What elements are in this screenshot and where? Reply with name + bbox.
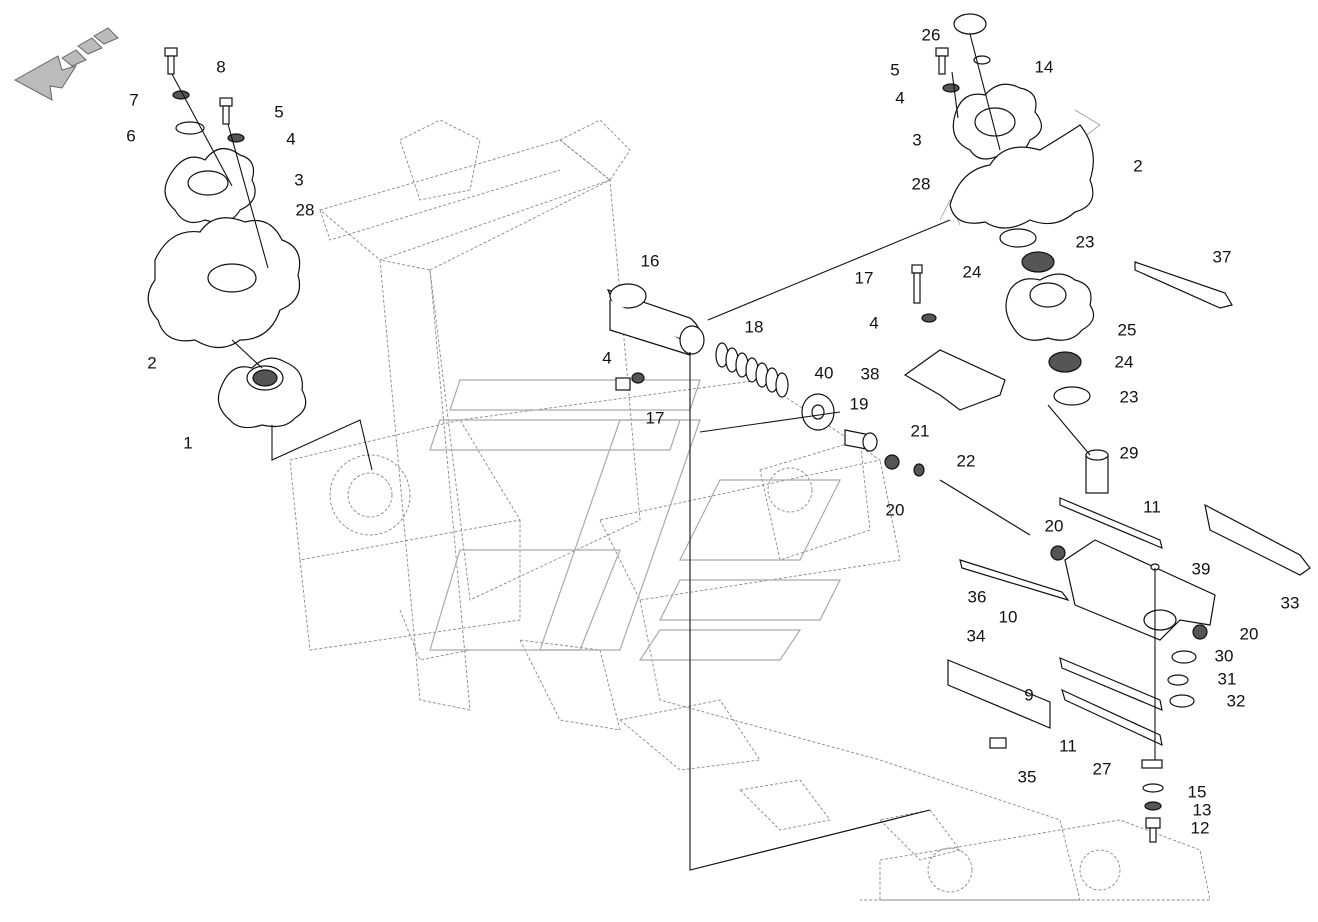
callout-c34: 34: [967, 626, 986, 645]
callout-c9: 9: [1024, 685, 1033, 704]
callout-c33: 33: [1281, 593, 1300, 612]
callout-c25: 25: [1118, 320, 1137, 339]
callout-c16: 16: [641, 251, 660, 270]
callout-c37: 37: [1213, 247, 1232, 266]
bracket-assembly: [947, 261, 1311, 843]
callout-c21: 21: [911, 421, 930, 440]
callout-c35: 35: [1018, 767, 1037, 786]
callout-c11b: 11: [1059, 736, 1077, 755]
callout-c36: 36: [968, 587, 987, 606]
callout-c31: 31: [1218, 669, 1237, 688]
callout-c14: 14: [1035, 57, 1054, 76]
callout-c4c: 4: [869, 313, 878, 332]
callout-c20a: 20: [886, 500, 905, 519]
callout-c23a: 23: [1076, 232, 1095, 251]
callout-c3a: 3: [294, 170, 303, 189]
callout-c5a: 5: [274, 102, 283, 121]
callout-c22: 22: [957, 451, 976, 470]
callout-c17b: 17: [646, 408, 665, 427]
callout-c28b: 28: [912, 174, 931, 193]
callout-c40: 40: [815, 363, 834, 382]
callout-labels: 8765432821261454328223243725242329161817…: [126, 25, 1299, 837]
callout-c30: 30: [1215, 646, 1234, 665]
callout-c23b: 23: [1120, 387, 1139, 406]
callout-c12: 12: [1191, 818, 1210, 837]
direction-arrow-icon: [13, 27, 119, 101]
callout-c29: 29: [1120, 443, 1139, 462]
callout-c24b: 24: [1115, 352, 1134, 371]
callout-c20c: 20: [1240, 624, 1259, 643]
callout-c32: 32: [1227, 691, 1246, 710]
callout-c4a: 4: [286, 129, 295, 148]
callout-c2b: 2: [1133, 156, 1142, 175]
callout-c2a: 2: [147, 353, 156, 372]
callout-c24a: 24: [963, 262, 982, 281]
callout-c13: 13: [1193, 800, 1212, 819]
callout-c19: 19: [850, 394, 869, 413]
sprocket-assembly-left: [147, 47, 373, 471]
sprocket-assembly-right: [935, 13, 1109, 494]
callout-c28a: 28: [296, 200, 315, 219]
spring-coil: [715, 342, 789, 398]
callout-c10: 10: [999, 607, 1018, 626]
callout-c38: 38: [861, 364, 880, 383]
callout-c15: 15: [1188, 782, 1207, 801]
callout-c1: 1: [183, 433, 192, 452]
callout-c11a: 11: [1143, 497, 1161, 516]
callout-c5b: 5: [890, 60, 899, 79]
callout-c27: 27: [1093, 759, 1112, 778]
callout-c8: 8: [216, 57, 225, 76]
callout-c20b: 20: [1045, 516, 1064, 535]
callout-c3b: 3: [912, 130, 921, 149]
callout-c39: 39: [1192, 559, 1211, 578]
callout-c17a: 17: [855, 268, 874, 287]
callout-c7: 7: [129, 90, 138, 109]
callout-c4d: 4: [602, 348, 611, 367]
callout-c6: 6: [126, 126, 135, 145]
callout-c4b: 4: [895, 88, 904, 107]
callout-c18: 18: [745, 317, 764, 336]
callout-c26: 26: [922, 25, 941, 44]
tensioner-assembly: [606, 219, 1031, 871]
background-logo: [429, 379, 841, 661]
